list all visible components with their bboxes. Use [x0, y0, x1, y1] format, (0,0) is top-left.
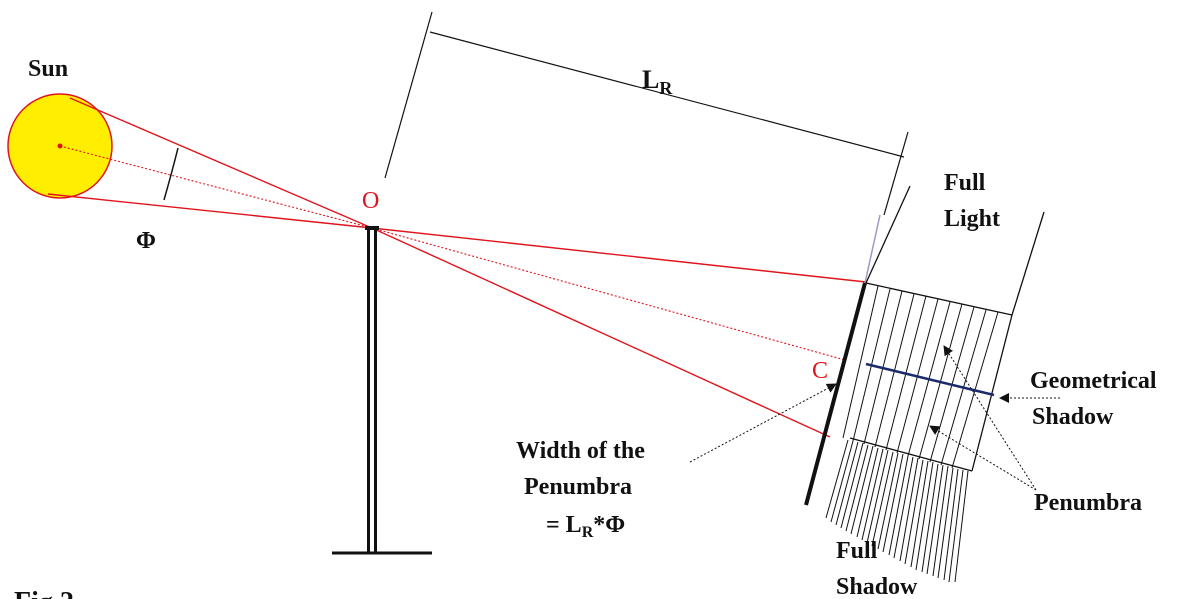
- ray-sun-bottom: [47, 193, 373, 229]
- phi-label: Φ: [136, 228, 156, 254]
- geometrical-shadow-line: [865, 362, 995, 397]
- point-c-label: C: [812, 358, 828, 384]
- post-top-cap: [365, 226, 379, 230]
- pinhole-o-label: O: [362, 188, 379, 214]
- lr-dimension-line: [429, 31, 905, 158]
- figure-caption: Fig 2: [14, 587, 74, 599]
- penumbra-bottom-edge: [849, 437, 973, 472]
- penumbra-right-edge: [971, 314, 1013, 472]
- width-penumbra-formula: = LR*Φ: [546, 512, 625, 541]
- full-light-label-line2: Light: [944, 206, 1000, 232]
- screen-line: [804, 282, 867, 506]
- post-left-rail: [367, 228, 370, 553]
- geometrical-shadow-label-line2: Shadow: [1032, 404, 1114, 430]
- penumbra-arrow-upper: [943, 345, 1037, 491]
- lr-extension-right: [883, 131, 909, 216]
- formula-sub: R: [582, 524, 594, 541]
- screen-upper-extension: [864, 214, 881, 284]
- lr-extension-left: [384, 11, 433, 179]
- ray-center-continuation: [371, 227, 846, 361]
- full-shadow-label-line2: Shadow: [836, 574, 918, 599]
- width-penumbra-label-line1: Width of the: [516, 438, 645, 464]
- phi-angle-arc: [163, 147, 179, 201]
- ray-sun-top: [69, 97, 373, 229]
- penumbra-top-edge: [865, 282, 1013, 316]
- sun-label: Sun: [28, 56, 68, 82]
- geometrical-shadow-label-line1: Geometrical: [1030, 368, 1157, 394]
- penumbra-region: [842, 282, 1013, 472]
- penumbra-label: Penumbra: [1034, 490, 1142, 516]
- lr-label: LR: [642, 65, 673, 98]
- penumbra-arrow-lower: [929, 425, 1037, 491]
- ray-lower-continuation: [371, 227, 831, 438]
- full-light-label-line1: Full: [944, 170, 986, 196]
- width-penumbra-arrow: [689, 383, 837, 463]
- image-left-boundary: [865, 185, 911, 284]
- lr-label-sub: R: [659, 78, 673, 98]
- width-penumbra-label-line2: Penumbra: [524, 474, 632, 500]
- ray-sun-center: [59, 145, 373, 229]
- ray-upper-continuation: [371, 227, 867, 283]
- image-right-boundary: [1011, 211, 1045, 316]
- full-shadow-label-line1: Full: [836, 538, 878, 564]
- lr-label-base: L: [642, 65, 659, 94]
- formula-pre: = L: [546, 512, 582, 538]
- post-right-rail: [374, 228, 377, 553]
- formula-post: *Φ: [593, 512, 625, 538]
- full-shadow-hatching: [825, 439, 969, 583]
